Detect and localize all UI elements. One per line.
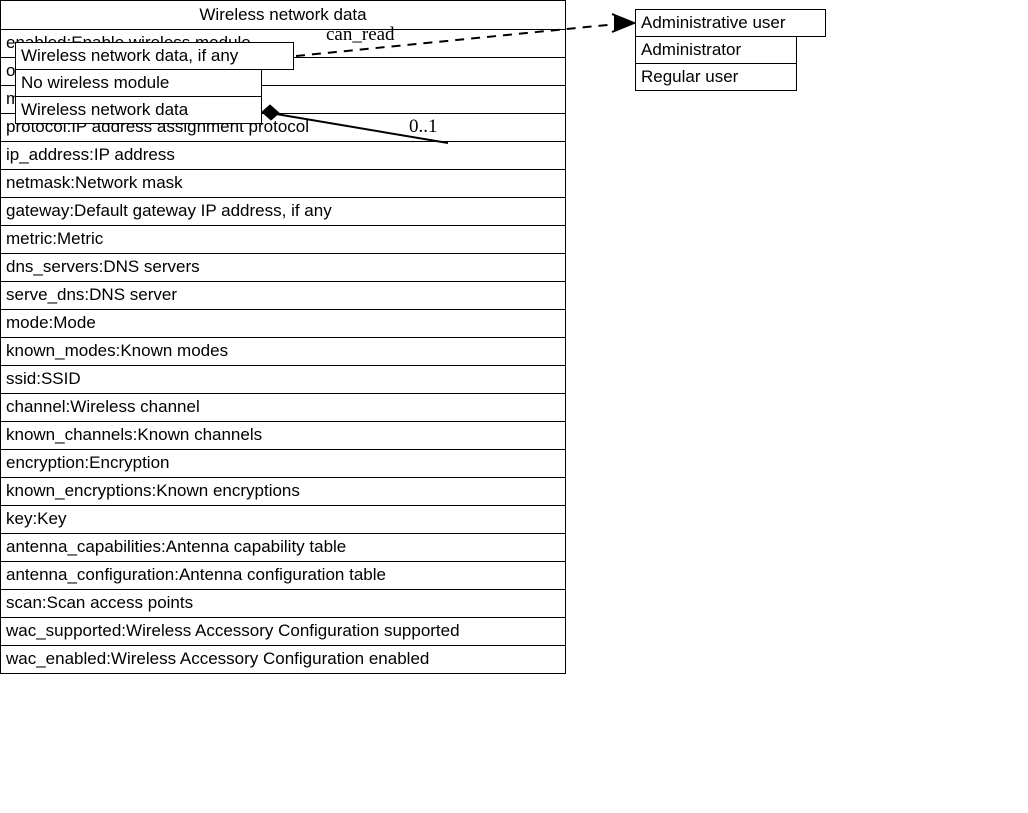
can-read-arrowhead	[611, 13, 637, 33]
enum-wireless-title: Wireless network data, if any	[15, 42, 294, 70]
class-attribute-row: antenna_configuration:Antenna configurat…	[0, 562, 566, 590]
class-attribute-row: key:Key	[0, 506, 566, 534]
class-attribute-row: channel:Wireless channel	[0, 394, 566, 422]
enum-user-option-regular-user: Regular user	[635, 63, 797, 91]
edge-label-multiplicity: 0..1	[409, 116, 438, 137]
class-attribute-row: encryption:Encryption	[0, 450, 566, 478]
edge-label-can-read: can_read	[326, 24, 395, 45]
enum-user-title: Administrative user	[635, 9, 826, 37]
class-attribute-row: wac_enabled:Wireless Accessory Configura…	[0, 646, 566, 674]
class-attribute-row: known_encryptions:Known encryptions	[0, 478, 566, 506]
enum-wireless-option-wireless-network-data: Wireless network data	[15, 96, 262, 124]
class-attribute-row: dns_servers:DNS servers	[0, 254, 566, 282]
can-read-arrowhead-fill	[614, 15, 634, 31]
class-attribute-row: ip_address:IP address	[0, 142, 566, 170]
class-title: Wireless network data	[0, 0, 566, 30]
class-attribute-row: serve_dns:DNS server	[0, 282, 566, 310]
class-attribute-row: ssid:SSID	[0, 366, 566, 394]
class-attribute-row: netmask:Network mask	[0, 170, 566, 198]
class-attribute-row: gateway:Default gateway IP address, if a…	[0, 198, 566, 226]
class-attribute-row: known_channels:Known channels	[0, 422, 566, 450]
class-attribute-row: metric:Metric	[0, 226, 566, 254]
class-attribute-row: mode:Mode	[0, 310, 566, 338]
class-attribute-row: known_modes:Known modes	[0, 338, 566, 366]
class-attribute-row: antenna_capabilities:Antenna capability …	[0, 534, 566, 562]
class-attribute-row: scan:Scan access points	[0, 590, 566, 618]
enum-user-option-administrator: Administrator	[635, 36, 797, 64]
enum-wireless-option-no-wireless-module: No wireless module	[15, 69, 262, 97]
class-attribute-list: enabled:Enable wireless moduleonline:Onl…	[0, 30, 566, 674]
class-attribute-row: wac_supported:Wireless Accessory Configu…	[0, 618, 566, 646]
